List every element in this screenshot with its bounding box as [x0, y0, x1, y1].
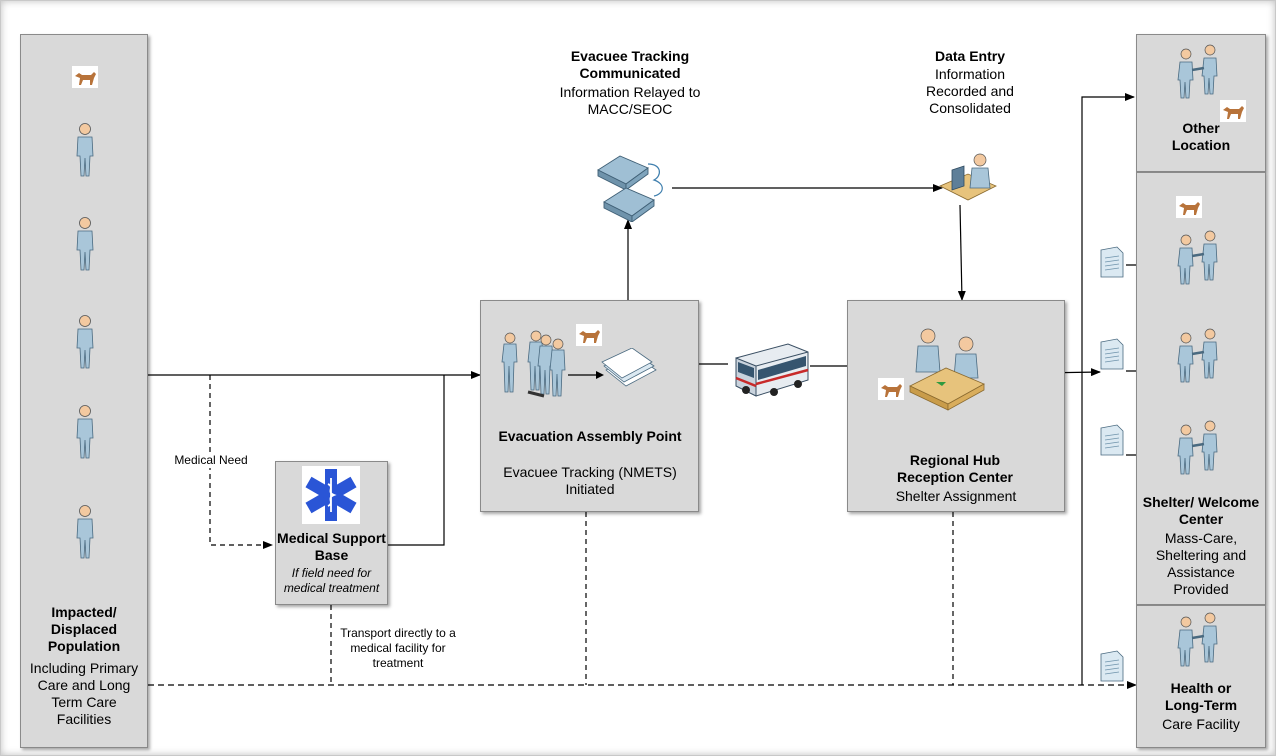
tracking-subtitle: Information Relayed to MACC/SEOC: [559, 84, 701, 117]
population-subtitle: Including Primary Care and Long Term Car…: [29, 660, 139, 727]
data-entry-title: Data Entry: [934, 48, 1006, 64]
handshake-icon: [1177, 230, 1218, 285]
telephone-icon: [597, 155, 663, 222]
hub-title: Regional Hub Reception Center: [897, 452, 1013, 485]
dog-icon: [72, 66, 98, 88]
arrow-dataentry-to-hub: [957, 204, 966, 301]
dog-icon: [1176, 196, 1202, 218]
person-icon: [76, 405, 94, 459]
transport-label: Transport directly to a medical facility…: [340, 626, 456, 670]
document-icon: [1100, 424, 1124, 456]
dog-icon: [878, 378, 904, 400]
reception-desk-icon: [909, 328, 985, 411]
document-icon: [1100, 246, 1124, 278]
person-icon: [76, 315, 94, 369]
handshake-icon: [1177, 328, 1218, 383]
population-panel: [20, 34, 148, 748]
documents-icon: [601, 348, 657, 387]
medical-support-title: Medical Support Base: [277, 530, 386, 563]
dog-icon: [576, 324, 602, 346]
shelter-subtitle: Mass-Care, Sheltering and Assistance Pro…: [1155, 530, 1247, 597]
medical-support-subtitle: If field need for medical treatment: [283, 566, 380, 595]
shelter-title: Shelter/ Welcome Center: [1142, 494, 1260, 527]
document-icon: [1100, 338, 1124, 370]
handshake-icon: [1177, 612, 1218, 667]
data-entry-subtitle: Information Recorded and Consolidated: [926, 66, 1014, 116]
bus-icon: [735, 343, 809, 397]
health-title: Health or Long-Term: [1164, 680, 1238, 713]
arrow-to-other-location: [1081, 93, 1135, 685]
group-people-icon: [501, 330, 566, 398]
health-subtitle: Care Facility: [1162, 716, 1240, 732]
person-icon: [76, 217, 94, 271]
health-facility-box: [1136, 605, 1266, 748]
other-location-title: Other Location: [1171, 120, 1231, 153]
assembly-point-box: [480, 300, 699, 512]
person-icon: [76, 123, 94, 177]
arrow-medical-to-assembly: [388, 375, 445, 546]
arrow-medical-need: [209, 375, 273, 549]
medical-need-label: Medical Need: [166, 453, 256, 468]
population-title: Impacted/ Displaced Population: [47, 604, 121, 654]
handshake-icon: [1177, 44, 1218, 99]
tracking-title: Evacuee Tracking Communicated: [570, 48, 690, 81]
computer-user-icon: [939, 153, 997, 201]
hub-subtitle: Shelter Assignment: [895, 488, 1017, 504]
assembly-subtitle: Evacuee Tracking (NMETS) Initiated: [503, 464, 677, 497]
dog-icon: [1220, 100, 1246, 122]
shelter-box: [1136, 172, 1266, 605]
handshake-icon: [1177, 420, 1218, 475]
star-of-life-icon: [302, 466, 360, 524]
assembly-title: Evacuation Assembly Point: [498, 428, 682, 444]
document-icon: [1100, 650, 1124, 682]
person-icon: [76, 505, 94, 559]
arrow-people-to-docs: [568, 371, 604, 379]
